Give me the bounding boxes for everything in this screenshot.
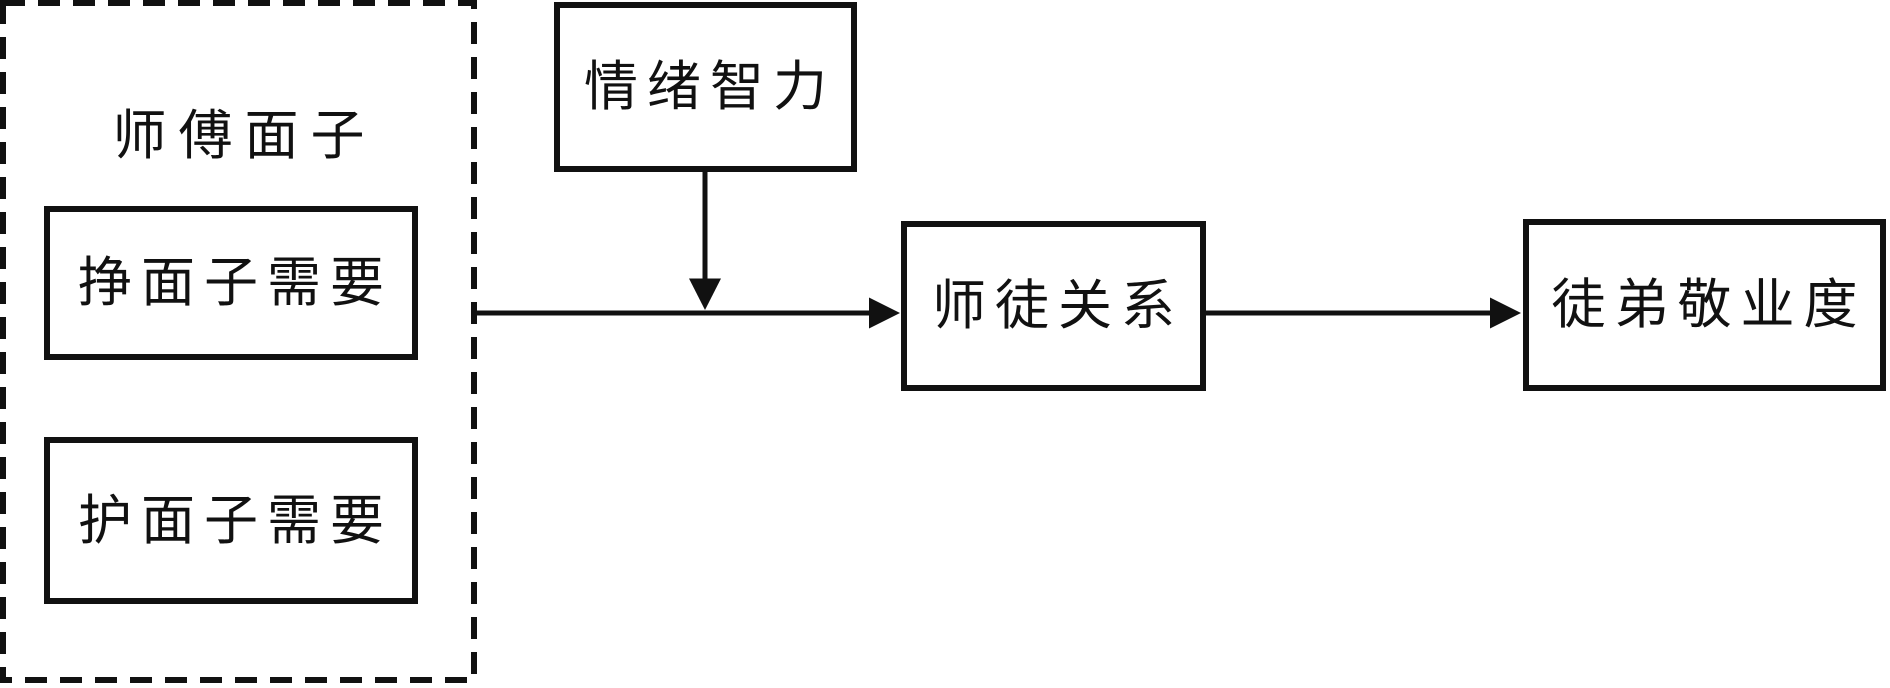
arrow-mentor-to-engagement-head — [1490, 297, 1521, 329]
arrow-group-to-mentor-head — [869, 297, 900, 329]
node-emotional-intelligence: 情绪智力 — [554, 2, 857, 172]
node-mentor-apprentice-relationship: 师徒关系 — [901, 221, 1206, 391]
master-face-group-border — [0, 0, 477, 683]
arrow-ei-to-line-head — [689, 278, 721, 310]
node-apprentice-engagement: 徒弟敬业度 — [1523, 219, 1886, 391]
node-protect-face-need: 护面子需要 — [44, 437, 418, 604]
group-title-master-face: 师傅面子 — [112, 104, 377, 167]
node-gain-face-need: 挣面子需要 — [44, 206, 418, 360]
